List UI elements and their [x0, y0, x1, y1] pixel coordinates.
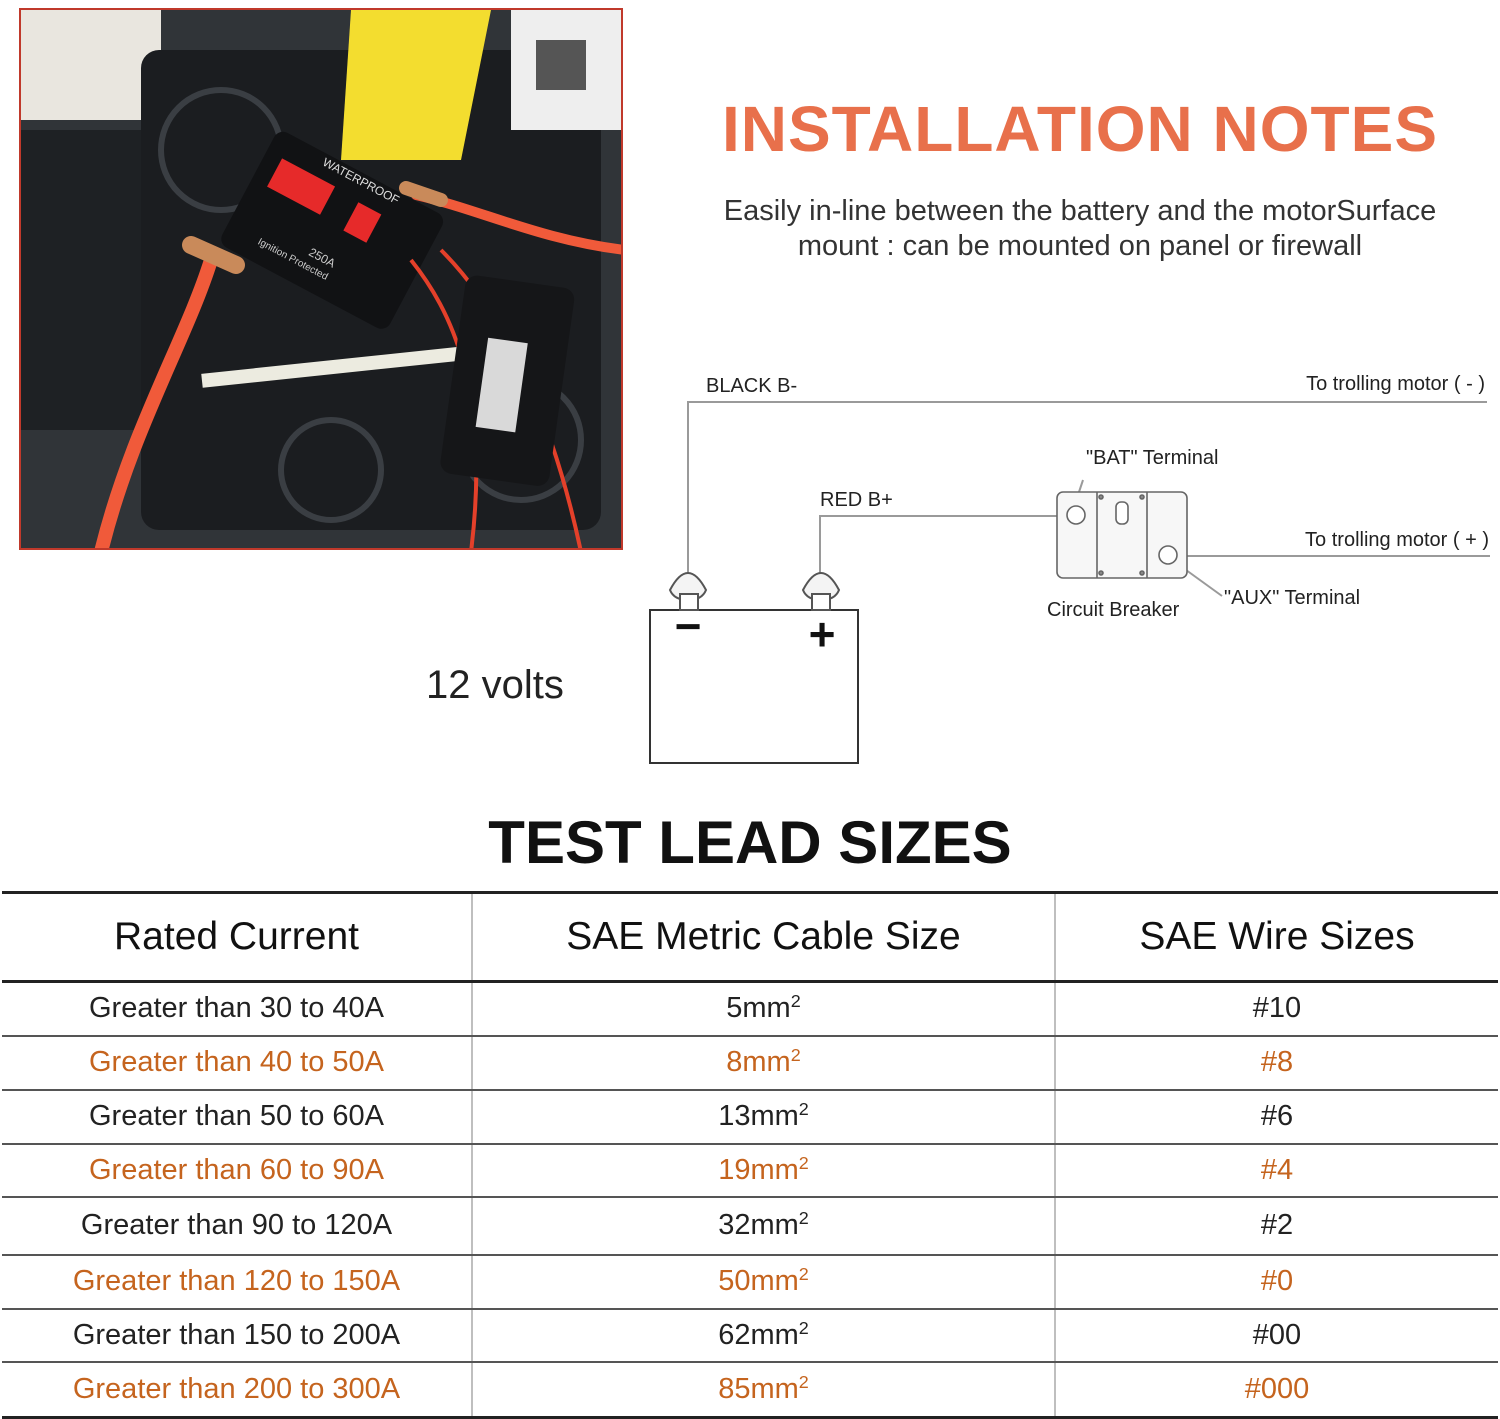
cell-current: Greater than 150 to 200A — [2, 1308, 472, 1363]
red-label: RED B+ — [820, 489, 893, 511]
cell-wire: #10 — [1054, 981, 1498, 1037]
unit-squared: 2 — [790, 1045, 801, 1066]
cell-wire: #0 — [1054, 1254, 1498, 1310]
metric-value: 62mm — [718, 1318, 799, 1351]
header-wire-size: SAE Wire Sizes — [1054, 891, 1498, 983]
wiring-diagram: − + BLACK B- To trolling motor ( - ) "BA… — [426, 373, 1490, 764]
cell-current: Greater than 50 to 60A — [2, 1089, 472, 1145]
cell-metric: 32mm2 — [471, 1196, 1055, 1256]
black-label: BLACK B- — [706, 375, 797, 397]
reservoir-shape — [21, 10, 161, 120]
voltage-label: 12 volts — [426, 663, 564, 707]
test-lead-table: Rated Current SAE Metric Cable Size SAE … — [2, 891, 1498, 1419]
subtitle-line-1: Easily in-line between the battery and t… — [723, 195, 1437, 227]
metric-value: 5mm — [726, 992, 791, 1025]
table-row: Greater than 30 to 40A 5mm2 #10 — [2, 981, 1498, 1037]
motor-negative-label: To trolling motor ( - ) — [1306, 373, 1485, 395]
black-wire-line — [687, 401, 1487, 592]
cell-wire: #8 — [1054, 1035, 1498, 1091]
battery-label — [341, 10, 491, 160]
battery-symbol: − + — [649, 572, 859, 764]
unit-squared: 2 — [798, 1099, 809, 1120]
cell-wire: #000 — [1054, 1361, 1498, 1419]
unit-squared: 2 — [798, 1317, 809, 1338]
header-rated-current: Rated Current — [2, 891, 472, 983]
table-row: Greater than 200 to 300A 85mm2 #000 — [2, 1361, 1498, 1419]
breaker-button-icon — [267, 158, 336, 215]
cell-wire: #00 — [1054, 1308, 1498, 1363]
cell-wire: #4 — [1054, 1143, 1498, 1198]
copper-lug-right — [399, 181, 448, 207]
header-metric-size: SAE Metric Cable Size — [471, 891, 1055, 983]
unit-squared: 2 — [798, 1371, 809, 1392]
cell-wire: #6 — [1054, 1089, 1498, 1145]
table-row: Greater than 120 to 150A 50mm2 #0 — [2, 1254, 1498, 1310]
cell-metric: 5mm2 — [471, 981, 1055, 1037]
unit-squared: 2 — [798, 1264, 809, 1285]
minus-symbol: − — [675, 600, 702, 652]
bat-terminal-icon — [1066, 505, 1086, 525]
red-wire-left — [94, 253, 218, 548]
cell-current: Greater than 40 to 50A — [2, 1035, 472, 1091]
bat-terminal-label: "BAT" Terminal — [1086, 447, 1218, 469]
cell-wire: #2 — [1054, 1196, 1498, 1256]
fuse-box — [440, 275, 575, 486]
positive-terminal-icon — [801, 572, 841, 611]
cell-current: Greater than 200 to 300A — [2, 1361, 472, 1419]
cell-current: Greater than 30 to 40A — [2, 981, 472, 1037]
table-row: Greater than 60 to 90A 19mm2 #4 — [2, 1143, 1498, 1198]
table-row: Greater than 50 to 60A 13mm2 #6 — [2, 1089, 1498, 1145]
copper-lug-left — [182, 236, 245, 274]
subtitle-line-2: mount : can be mounted on panel or firew… — [797, 230, 1363, 262]
aux-terminal-icon — [1158, 545, 1178, 565]
table-row: Greater than 40 to 50A 8mm2 #8 — [2, 1035, 1498, 1091]
cell-metric: 19mm2 — [471, 1143, 1055, 1198]
cell-metric: 50mm2 — [471, 1254, 1055, 1310]
installation-subtitle: Easily in-line between the battery and t… — [680, 194, 1480, 264]
table-title: TEST LEAD SIZES — [488, 809, 1012, 876]
cell-current: Greater than 60 to 90A — [2, 1143, 472, 1198]
circuit-breaker-symbol — [1056, 491, 1188, 579]
battery-icon — [649, 609, 859, 764]
page-title: INSTALLATION NOTES — [721, 93, 1439, 165]
plus-symbol: + — [809, 608, 836, 660]
table-row: Greater than 90 to 120A 32mm2 #2 — [2, 1196, 1498, 1256]
metric-value: 19mm — [718, 1153, 799, 1186]
metric-value: 50mm — [718, 1265, 799, 1297]
red-wire-line — [819, 515, 1060, 592]
motor-positive-label: To trolling motor ( + ) — [1305, 529, 1489, 551]
metric-value: 13mm — [718, 1100, 799, 1132]
metric-value: 32mm — [718, 1209, 799, 1241]
metric-value: 8mm — [726, 1046, 791, 1078]
negative-terminal-icon — [668, 572, 708, 611]
metric-value: 85mm — [718, 1372, 799, 1405]
aux-terminal-label: "AUX" Terminal — [1224, 587, 1360, 609]
photo-illustration: WATERPROOF 250A Ignition Protected — [21, 10, 621, 548]
cell-metric: 85mm2 — [471, 1361, 1055, 1419]
cell-metric: 13mm2 — [471, 1089, 1055, 1145]
unit-squared: 2 — [798, 1208, 809, 1229]
installation-photo: WATERPROOF 250A Ignition Protected — [19, 8, 623, 550]
cell-metric: 8mm2 — [471, 1035, 1055, 1091]
unit-squared: 2 — [790, 991, 801, 1012]
table-row: Greater than 150 to 200A 62mm2 #00 — [2, 1308, 1498, 1363]
circuit-breaker-label: Circuit Breaker — [1047, 599, 1180, 621]
cell-current: Greater than 90 to 120A — [2, 1196, 472, 1256]
unit-squared: 2 — [798, 1152, 809, 1173]
table-header-row: Rated Current SAE Metric Cable Size SAE … — [2, 891, 1498, 983]
cell-metric: 62mm2 — [471, 1308, 1055, 1363]
cell-current: Greater than 120 to 150A — [2, 1254, 472, 1310]
